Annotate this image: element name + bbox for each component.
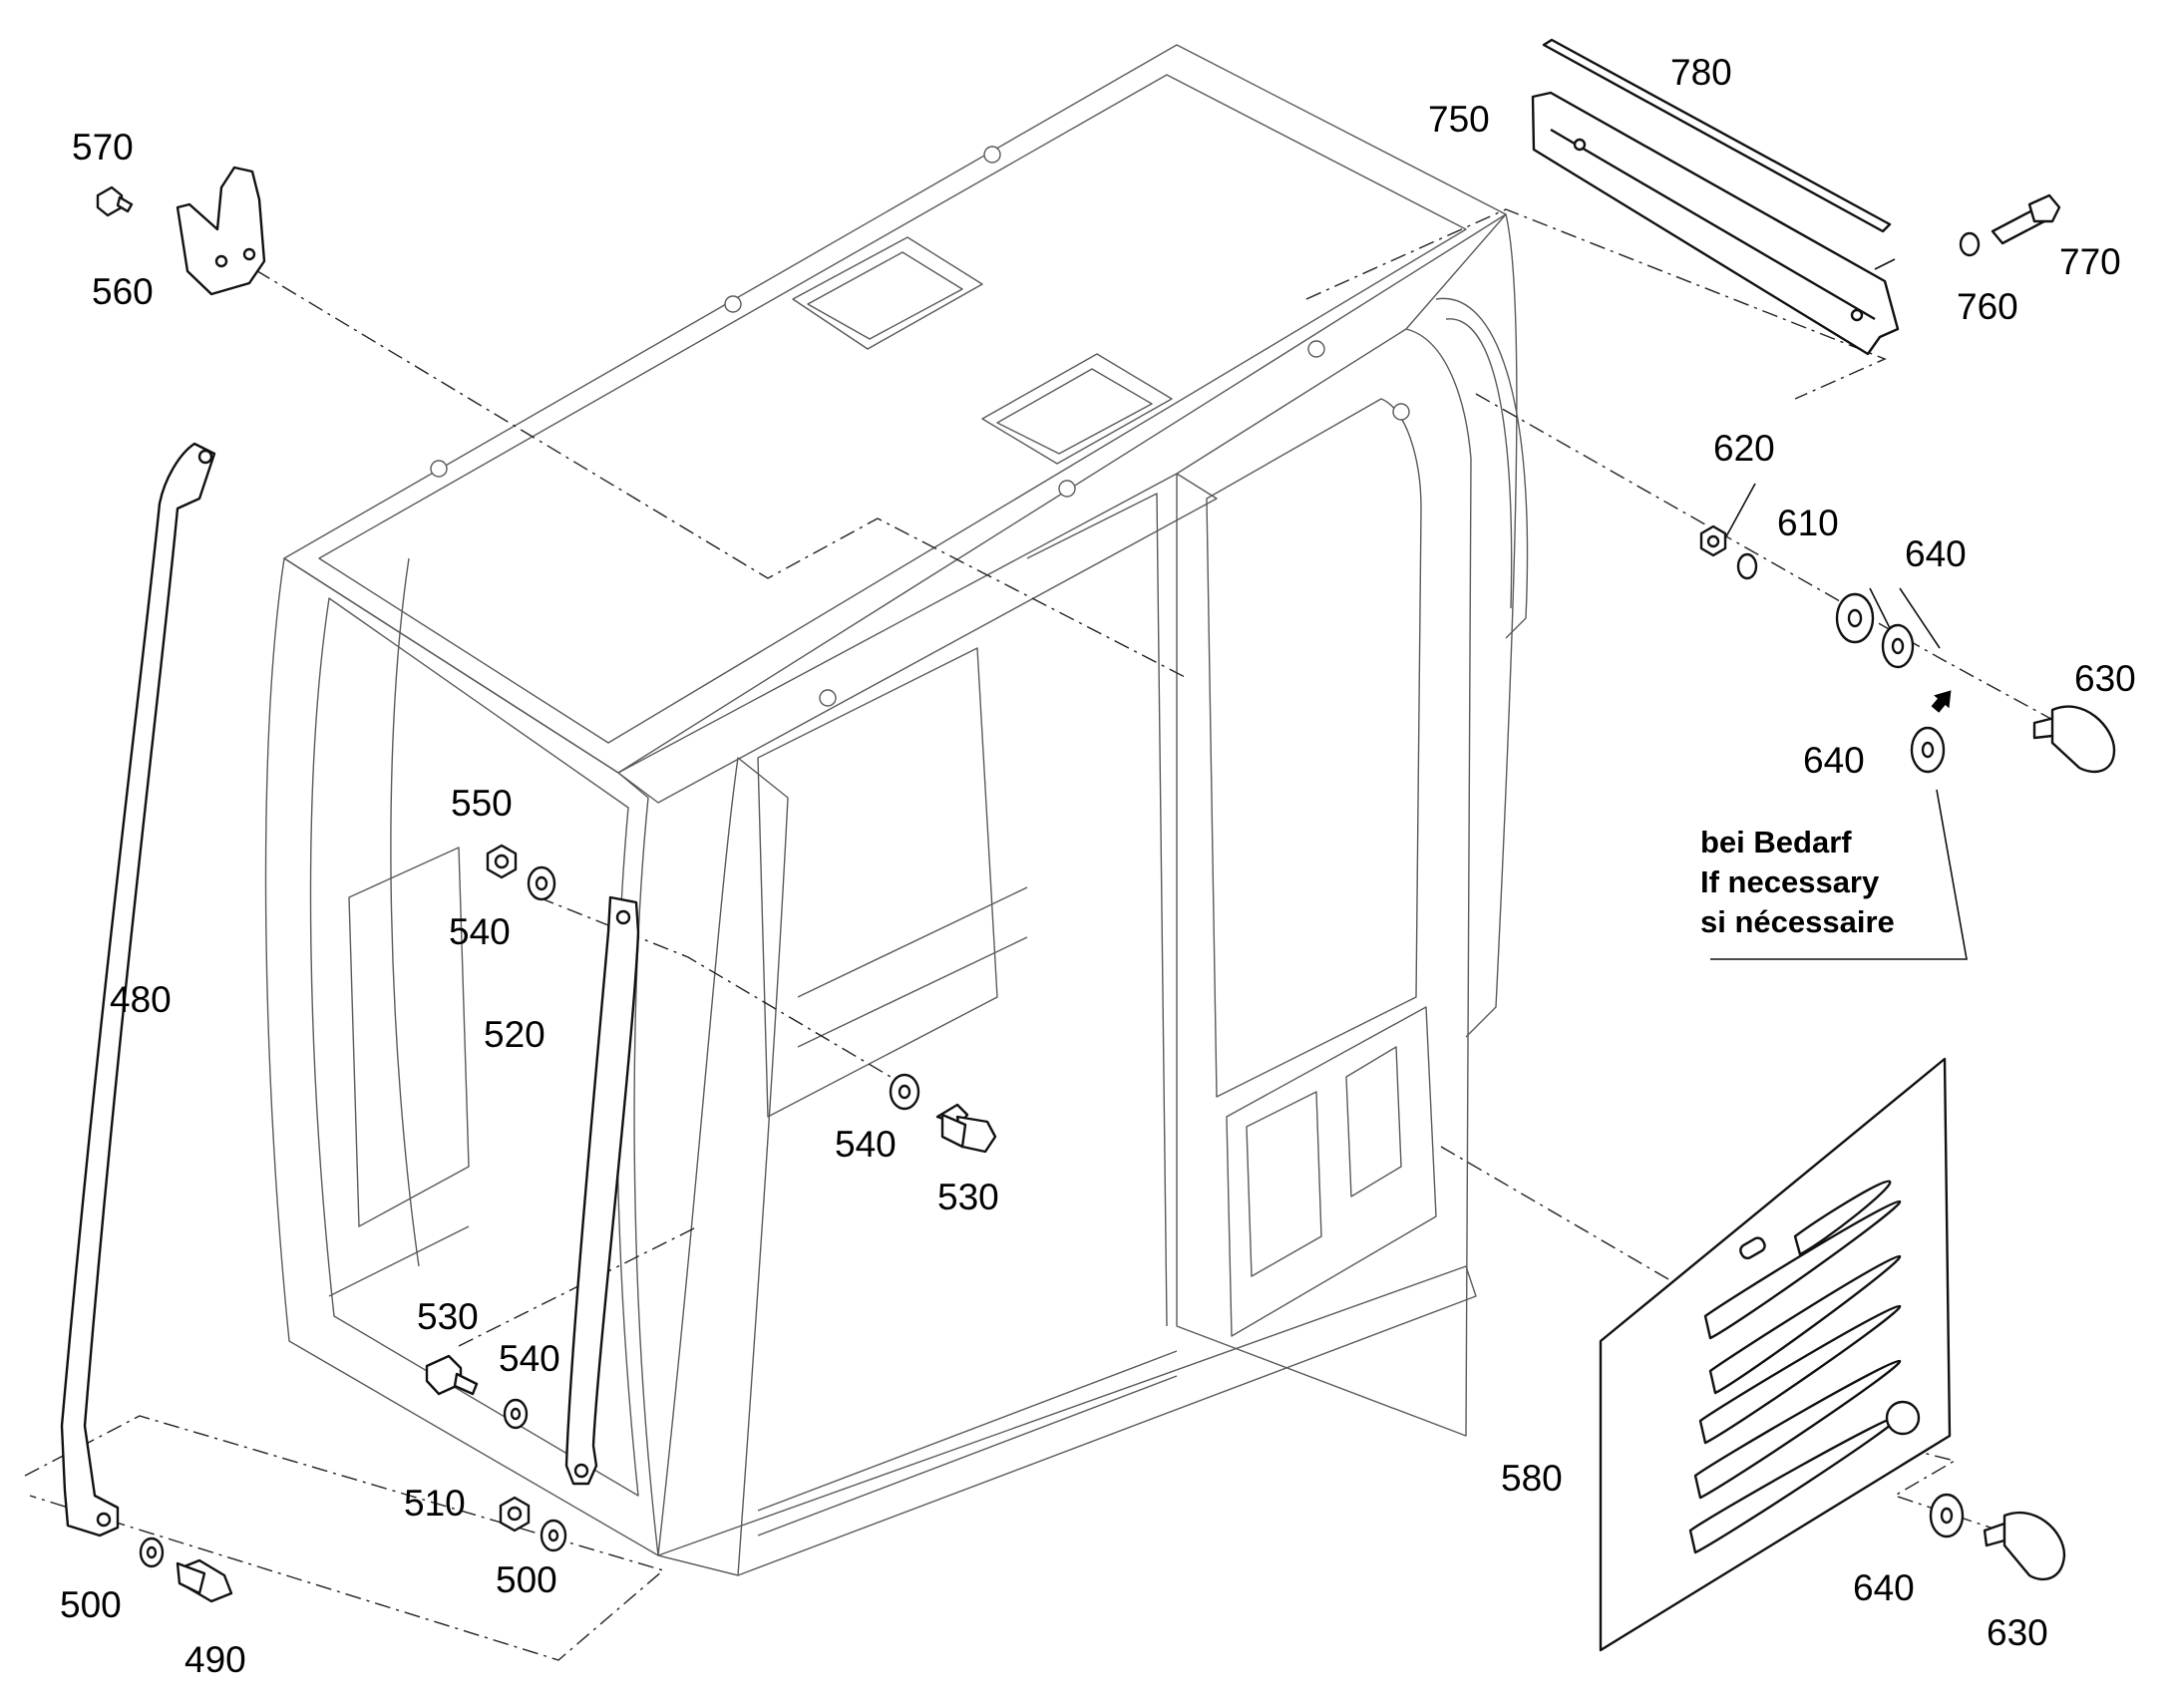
part-500-washer-a xyxy=(540,1519,567,1552)
part-530-bolt-a xyxy=(935,1103,997,1154)
part-760-washer xyxy=(1959,231,1981,257)
part-540-washer-c xyxy=(503,1398,529,1430)
part-500-washer-b xyxy=(139,1537,165,1568)
label-630-a: 630 xyxy=(2074,658,2136,699)
part-540-washer-b xyxy=(889,1073,920,1111)
label-480: 480 xyxy=(110,979,172,1020)
label-500-a: 500 xyxy=(496,1559,557,1600)
cab-frame xyxy=(264,44,1529,1576)
part-480-handle xyxy=(60,442,216,1537)
label-640-b: 640 xyxy=(1803,740,1865,781)
part-640-washer-a xyxy=(1835,592,1875,644)
label-540-c: 540 xyxy=(499,1338,560,1379)
part-640-washer-d xyxy=(1929,1493,1965,1538)
label-530-a: 530 xyxy=(937,1177,999,1217)
part-620-nut xyxy=(1699,524,1727,557)
part-540-washer-a xyxy=(527,865,556,901)
note-line-en: If necessary xyxy=(1700,864,1880,899)
label-640-c: 640 xyxy=(1853,1567,1915,1608)
label-760: 760 xyxy=(1957,286,2018,327)
label-560: 560 xyxy=(92,271,154,312)
label-550: 550 xyxy=(451,783,513,824)
label-510: 510 xyxy=(404,1483,466,1524)
part-580-plate xyxy=(1599,1057,1952,1652)
part-550-nut xyxy=(486,844,518,879)
label-610: 610 xyxy=(1777,503,1839,543)
part-770-bolt xyxy=(1991,193,2061,245)
part-570-bolt xyxy=(96,185,134,217)
part-640-washer-c xyxy=(1910,726,1946,774)
label-530-b: 530 xyxy=(417,1296,479,1337)
label-540-b: 540 xyxy=(835,1124,897,1165)
label-580: 580 xyxy=(1501,1458,1563,1499)
label-540-a: 540 xyxy=(449,911,511,952)
part-630-knob-a xyxy=(2032,705,2116,774)
label-500-b: 500 xyxy=(60,1584,122,1625)
leader-lines xyxy=(24,208,2105,1661)
label-490: 490 xyxy=(184,1639,246,1680)
label-570: 570 xyxy=(72,127,134,168)
label-750: 750 xyxy=(1428,99,1490,140)
label-640-a: 640 xyxy=(1905,533,1967,574)
part-560-bracket xyxy=(176,166,266,296)
label-780: 780 xyxy=(1670,52,1732,93)
note-line-fr: si nécessaire xyxy=(1700,904,1895,939)
part-780-strip xyxy=(1542,38,1892,233)
note-if-necessary: bei Bedarf If necessary si nécessaire xyxy=(1700,825,1895,939)
label-630-b: 630 xyxy=(1987,1612,2048,1653)
note-line-de: bei Bedarf xyxy=(1700,825,1852,859)
part-490-bolt xyxy=(176,1558,233,1603)
part-610-washer xyxy=(1736,552,1758,580)
part-510-nut xyxy=(499,1496,531,1533)
label-620: 620 xyxy=(1713,428,1775,469)
part-labels: 570 560 480 550 540 520 540 530 530 540 … xyxy=(60,52,2136,1680)
part-530-bolt-b xyxy=(425,1354,479,1396)
part-520-handle xyxy=(564,895,640,1486)
label-520: 520 xyxy=(484,1014,545,1055)
label-770: 770 xyxy=(2059,241,2121,282)
part-640-washer-b xyxy=(1881,623,1915,669)
part-630-knob-b xyxy=(1983,1511,2066,1580)
part-750-rail xyxy=(1531,91,1900,356)
arrow-icon xyxy=(1931,690,1952,713)
